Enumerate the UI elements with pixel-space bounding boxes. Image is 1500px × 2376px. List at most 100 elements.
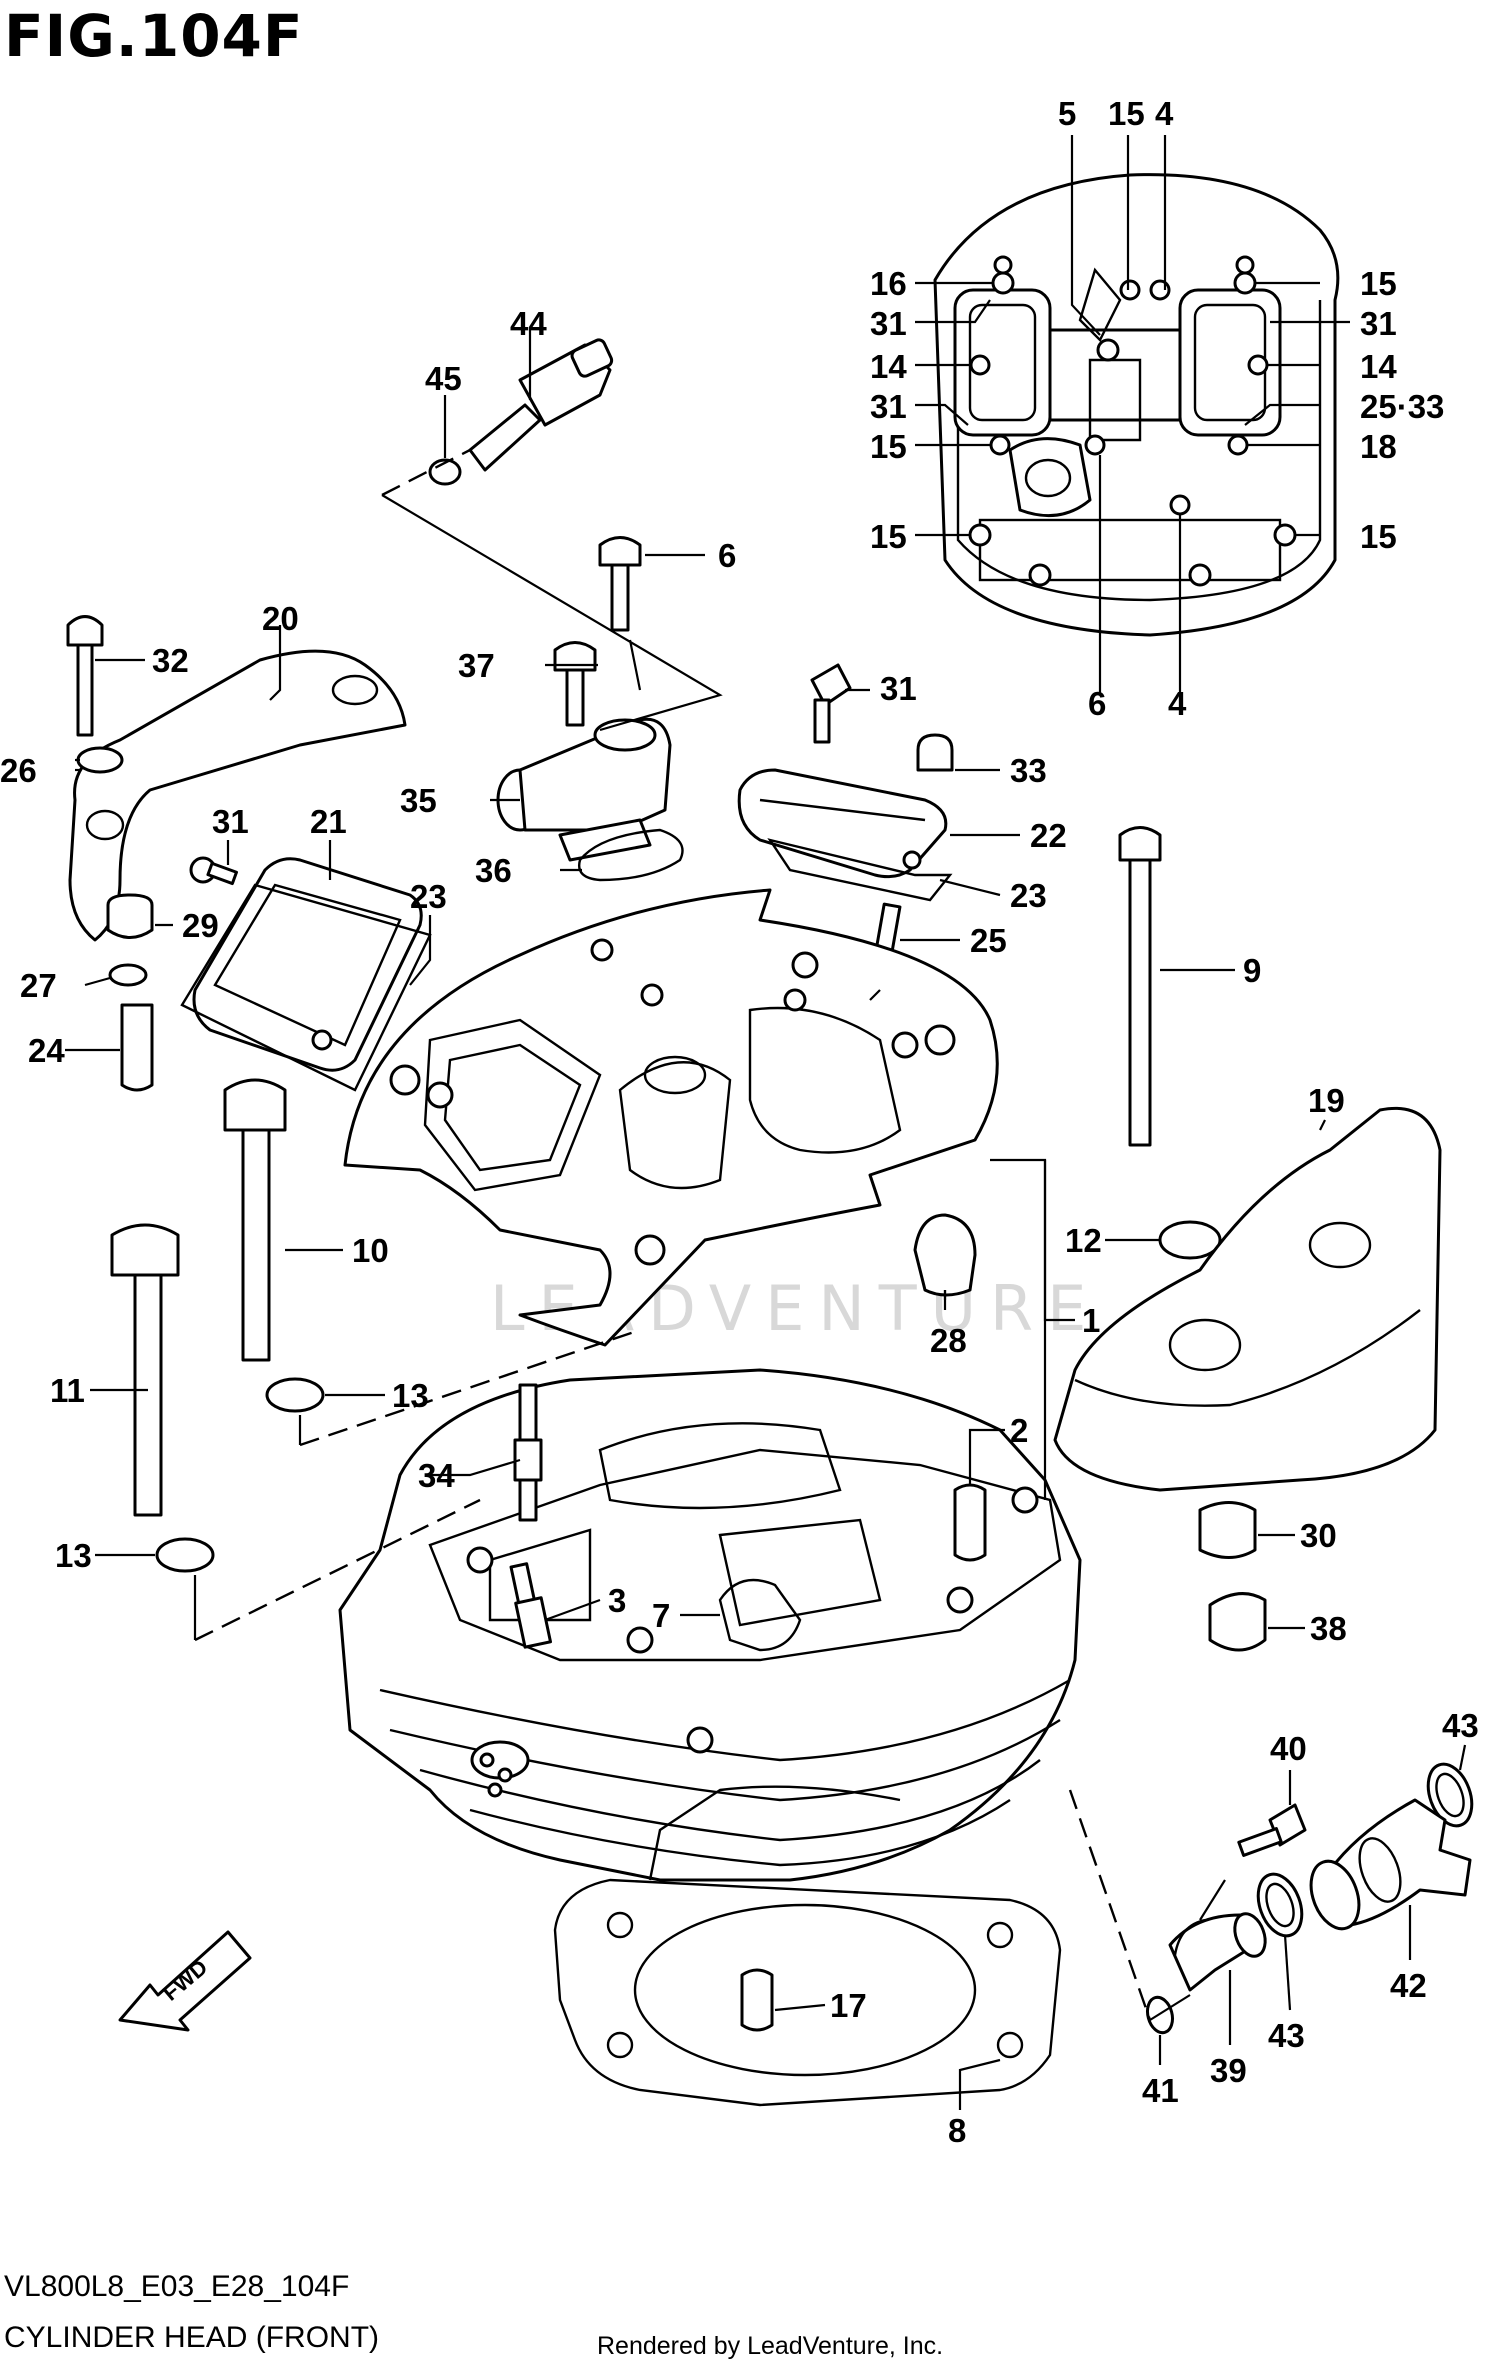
washer-13-lower [155, 1537, 215, 1573]
callout-13: 13 [392, 1377, 429, 1414]
grommet-30 [1198, 1501, 1257, 1559]
callout-5: 5 [1058, 95, 1076, 132]
callout-45: 45 [425, 360, 462, 397]
bolt-32 [66, 615, 104, 737]
alignment-lines [193, 448, 1226, 2021]
gasket-36 [578, 828, 684, 882]
temp-sensor-44 [468, 338, 614, 472]
collar-24 [120, 1003, 154, 1092]
hose-clamp-43-upper [1426, 1762, 1474, 1828]
washer-27 [108, 963, 148, 987]
callout-30: 30 [1300, 1517, 1337, 1554]
fwd-arrow-icon: FWD [118, 1930, 252, 2032]
callout-40: 40 [1270, 1730, 1307, 1767]
callout-14: 14 [870, 348, 907, 385]
callout-21: 21 [310, 803, 347, 840]
water-pipe-42 [1309, 1798, 1472, 1931]
callout-13: 13 [55, 1537, 92, 1574]
callout-31: 31 [1360, 305, 1397, 342]
callout-22: 22 [1030, 817, 1067, 854]
callout-17: 17 [830, 1987, 867, 2024]
callout-23: 23 [1010, 877, 1047, 914]
dowel-pin-2 [953, 1483, 987, 1562]
callout-7: 7 [652, 1597, 670, 1634]
callout-34: 34 [418, 1457, 455, 1494]
callout-9: 9 [1243, 952, 1261, 989]
cover-22 [737, 768, 948, 879]
callout-20: 20 [262, 600, 299, 637]
bolt-31-top [810, 663, 852, 744]
water-outlet-35 [496, 717, 672, 862]
dowel-pin-17 [740, 1968, 774, 2032]
callout-31: 31 [870, 305, 907, 342]
union-39 [1168, 1912, 1267, 1992]
section-name: CYLINDER HEAD (FRONT) [4, 2321, 380, 2354]
grommet-29 [106, 893, 154, 939]
callout-6: 6 [1088, 685, 1106, 722]
callout-1: 1 [1082, 1302, 1100, 1339]
grommet-38 [1208, 1592, 1267, 1652]
callout-10: 10 [352, 1232, 389, 1269]
callout-4: 4 [1168, 685, 1187, 722]
callout-15: 15 [1360, 265, 1397, 302]
callout-29: 29 [182, 907, 219, 944]
callout-43: 43 [1442, 1707, 1479, 1744]
inset-head-top-view [933, 173, 1340, 637]
callout-15: 15 [870, 518, 907, 555]
callout-31: 31 [880, 670, 917, 707]
callout-39: 39 [1210, 2052, 1247, 2089]
callout-25: 25 [970, 922, 1007, 959]
callout-26: 26 [0, 752, 37, 789]
callout-37: 37 [458, 647, 495, 684]
plug-28 [913, 1213, 977, 1297]
bolt-40 [1237, 1803, 1307, 1857]
spark-plug-3 [509, 1562, 552, 1649]
callout-numbers: 5 15 4 16 15 31 31 14 14 31 25·33 15 18 … [0, 95, 1479, 2149]
callout-23: 23 [410, 878, 447, 915]
callout-38: 38 [1310, 1610, 1347, 1647]
washer-13-upper [265, 1377, 325, 1413]
callout-15: 15 [1108, 95, 1145, 132]
callout-11: 11 [50, 1372, 85, 1409]
gasket-7 [718, 1578, 802, 1652]
callout-6: 6 [718, 537, 736, 574]
bolt-37 [553, 641, 597, 727]
callout-19: 19 [1308, 1082, 1345, 1119]
callout-15: 15 [870, 428, 907, 465]
cover-21 [192, 857, 423, 1072]
render-credit: Rendered by LeadVenture, Inc. [597, 2332, 944, 2360]
bolt-9 [1118, 826, 1162, 1147]
callout-44: 44 [510, 305, 547, 342]
callout-31: 31 [212, 803, 249, 840]
bolt-10 [223, 1078, 287, 1362]
callout-42: 42 [1390, 1967, 1427, 2004]
cover-bracket-20 [68, 649, 407, 942]
callout-32: 32 [152, 642, 189, 679]
callout-3: 3 [608, 1582, 626, 1619]
callout-12: 12 [1065, 1222, 1102, 1259]
callout-14: 14 [1360, 348, 1397, 385]
callout-36: 36 [475, 852, 512, 889]
callout-31: 31 [870, 388, 907, 425]
callout-8: 8 [948, 2112, 966, 2149]
callout-18: 18 [1360, 428, 1397, 465]
callout-43: 43 [1268, 2017, 1305, 2054]
leader-lines [65, 135, 1467, 2110]
cap-nut-33 [916, 733, 954, 772]
callout-28: 28 [930, 1322, 967, 1359]
bolt-31-left [189, 856, 238, 886]
callout-15: 15 [1360, 518, 1397, 555]
gasket-23-right [767, 838, 953, 902]
callout-33: 33 [1010, 752, 1047, 789]
washer-26 [76, 746, 124, 774]
callout-35: 35 [400, 782, 437, 819]
model-code: VL800L8_E03_E28_104F [4, 2270, 350, 2303]
callout-2: 2 [1010, 1412, 1028, 1449]
head-gasket-8 [553, 1878, 1062, 2107]
callout-24: 24 [28, 1032, 65, 1069]
callout-16: 16 [870, 265, 907, 302]
cylinder-head-cover-plate [343, 888, 999, 1347]
callout-27: 27 [20, 967, 57, 1004]
